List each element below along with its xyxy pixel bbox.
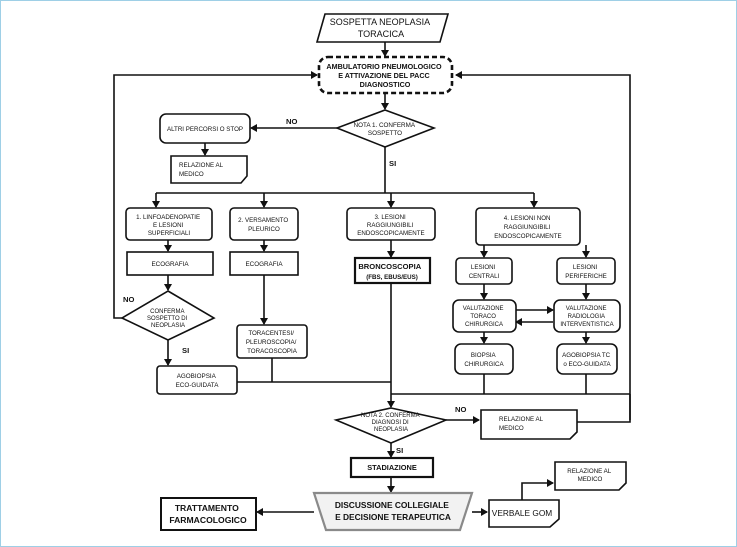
- nota1-label: NOTA 1. CONFERMA SOSPETTO: [354, 122, 417, 137]
- valradio-box: [553, 299, 621, 333]
- b4-box: [475, 207, 581, 246]
- b4-label: 4. LESIONI NON RAGGIUNGIBILI ENDOSCOPICA…: [494, 215, 561, 240]
- ambulatorio-box: [317, 55, 454, 95]
- b2-box: [229, 207, 299, 241]
- eco1-label: ECOGRAFIA: [151, 261, 189, 268]
- toracentesi-label: TORACENTESI/ PLEUROSCOPIA/ TORACOSCOPIA: [246, 330, 298, 355]
- eco2-box: [229, 251, 299, 276]
- conferma-label: CONFERMA SOSPETTO DI NEOPLASIA: [147, 309, 189, 329]
- trattamento-label: TRATTAMENTO FARMACOLOGICO: [169, 503, 247, 525]
- relazione1-label: RELAZIONE AL MEDICO: [179, 162, 225, 178]
- agotc-label: AGOBIOPSIA TC o ECO-GUIDATA: [562, 352, 612, 368]
- verbale-doc: [488, 499, 560, 528]
- centrali-label: LESIONI CENTRALI: [469, 264, 500, 280]
- relazione3-label: RELAZIONE AL MEDICO: [567, 468, 613, 483]
- valtoraco-label: VALUTAZIONE TORACO CHIRURGICA: [463, 306, 505, 328]
- nota1-diamond: [334, 109, 437, 148]
- valtoraco-box: [452, 299, 517, 333]
- toracentesi-box: [236, 324, 308, 359]
- valradio-label: VALUTAZIONE RADIOLOGIA INTERVENTISTICA: [560, 306, 613, 328]
- no-label-nota1: NO: [286, 117, 297, 126]
- no-label-nota2: NO: [455, 405, 466, 414]
- arrow-verbale-relazione: [521, 479, 554, 500]
- relazione1-doc: [170, 155, 248, 184]
- start-parallelogram: [315, 13, 450, 43]
- trattamento-box: [160, 497, 257, 531]
- stadiazione-label: STADIAZIONE: [367, 463, 417, 472]
- arrow-loop-right: [455, 71, 631, 423]
- biopsia-box: [454, 343, 514, 375]
- nota2-label: NOTA 2. CONFERMA DIAGNOSI DI NEOPLASIA: [361, 413, 421, 433]
- discussione-label: DISCUSSIONE COLLEGIALE E DECISIONE TERAP…: [335, 500, 451, 522]
- altri-label: ALTRI PERCORSI O STOP: [167, 126, 243, 133]
- agoeco-box: [156, 365, 238, 395]
- eco1-box: [126, 251, 214, 276]
- biopsia-label: BIOPSIA CHIRURGICA: [464, 352, 504, 368]
- si-label-conferma: SI: [182, 346, 189, 355]
- arrow-no-loop-left: [113, 71, 318, 319]
- agoeco-label: AGOBIOPSIA ECO-GUIDATA: [176, 373, 220, 389]
- b1-box: [125, 207, 213, 241]
- bronco-box: [353, 256, 432, 285]
- relazione3-doc: [554, 461, 627, 491]
- connectors: [113, 42, 631, 516]
- periferiche-label: LESIONI PERIFERICHE: [565, 264, 607, 280]
- discussione-trapezoid: [312, 491, 474, 532]
- relazione2-doc: [480, 409, 578, 440]
- verbale-label: VERBALE GOM: [492, 508, 552, 518]
- b2-label: 2. VERSAMENTO PLEURICO: [238, 217, 290, 233]
- bronco-label: BRONCOSCOPIA (FBS, EBUS/EUS): [358, 256, 425, 281]
- b1-label: 1. LINFOADENOPATIE E LESIONI SUPERFICIAL…: [136, 214, 202, 237]
- eco2-label: ECOGRAFIA: [245, 261, 283, 268]
- relazione2-label: RELAZIONE AL MEDICO: [499, 416, 545, 432]
- ambulatorio-label: AMBULATORIO PNEUMOLOGICO E ATTIVAZIONE D…: [326, 62, 443, 89]
- altri-box: [159, 113, 251, 144]
- centrali-box: [455, 257, 513, 285]
- periferiche-box: [556, 257, 616, 285]
- si-label-nota1: SI: [389, 159, 396, 168]
- agotc-box: [556, 343, 618, 375]
- start-label: SOSPETTA NEOPLASIA TORACICA: [330, 17, 432, 39]
- b3-box: [346, 207, 436, 241]
- nota2-diamond: [333, 407, 449, 444]
- no-label-conferma: NO: [123, 295, 134, 304]
- conferma-diamond: [120, 290, 216, 341]
- b3-label: 3. LESIONI RAGGIUNGIBILI ENDOSCOPICAMENT…: [357, 214, 424, 237]
- stadiazione-box: [349, 456, 435, 479]
- si-label-nota2: SI: [396, 446, 403, 455]
